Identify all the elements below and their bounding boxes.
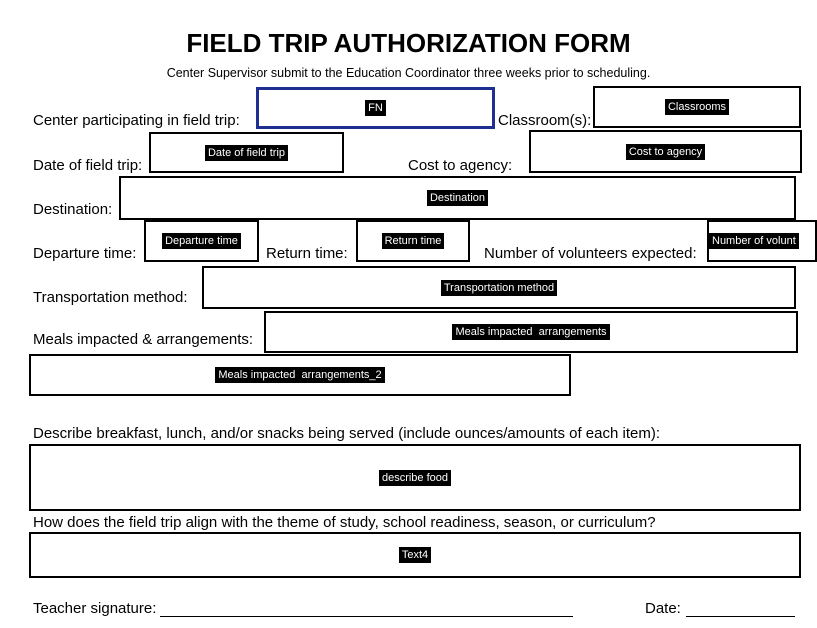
sign-date-line[interactable] xyxy=(686,600,795,617)
sign-date-label: Date: xyxy=(645,600,681,617)
theme-align-label: How does the field trip align with the t… xyxy=(33,514,656,531)
describe-food-field-tag: describe food xyxy=(378,469,452,486)
date-field-tag: Date of field trip xyxy=(204,144,289,161)
transportation-label: Transportation method: xyxy=(33,289,188,306)
meals-field-1[interactable]: Meals impacted arrangements xyxy=(264,311,798,353)
volunteers-field[interactable]: Number of volunt xyxy=(707,220,817,262)
destination-label: Destination: xyxy=(33,201,113,218)
return-time-field[interactable]: Return time xyxy=(356,220,470,262)
meals-label: Meals impacted & arrangements: xyxy=(33,331,254,348)
date-label: Date of field trip: xyxy=(33,157,143,174)
volunteers-field-tag: Number of volunt xyxy=(709,233,799,249)
describe-food-label: Describe breakfast, lunch, and/or snacks… xyxy=(33,425,660,442)
transportation-field-tag: Transportation method xyxy=(440,279,558,296)
meals-field-1-tag: Meals impacted arrangements xyxy=(452,324,610,340)
return-time-field-tag: Return time xyxy=(381,233,445,249)
destination-field-tag: Destination xyxy=(426,190,489,206)
classrooms-field[interactable]: Classrooms xyxy=(593,86,801,128)
form-subtitle: Center Supervisor submit to the Educatio… xyxy=(166,66,651,80)
cost-field-tag: Cost to agency xyxy=(625,143,706,160)
center-field[interactable]: FN xyxy=(256,87,495,129)
meals-field-2-tag: Meals impacted arrangements_2 xyxy=(215,367,385,383)
theme-align-field-tag: Text4 xyxy=(398,547,432,563)
date-field[interactable]: Date of field trip xyxy=(149,132,344,173)
cost-label: Cost to agency: xyxy=(408,157,513,174)
meals-field-2[interactable]: Meals impacted arrangements_2 xyxy=(29,354,571,396)
departure-field-tag: Departure time xyxy=(162,233,241,249)
classrooms-field-tag: Classrooms xyxy=(664,99,730,115)
classrooms-label: Classroom(s): xyxy=(498,112,592,129)
center-label: Center participating in field trip: xyxy=(33,112,240,129)
teacher-signature-label: Teacher signature: xyxy=(33,600,157,617)
departure-label: Departure time: xyxy=(33,245,137,262)
center-field-tag: FN xyxy=(365,100,386,116)
theme-align-field[interactable]: Text4 xyxy=(29,532,801,578)
departure-field[interactable]: Departure time xyxy=(144,220,259,262)
cost-field[interactable]: Cost to agency xyxy=(529,130,802,173)
return-time-label: Return time: xyxy=(266,245,348,262)
destination-field[interactable]: Destination xyxy=(119,176,796,220)
teacher-signature-line[interactable] xyxy=(160,600,573,617)
volunteers-label: Number of volunteers expected: xyxy=(484,245,697,262)
form-title: FIELD TRIP AUTHORIZATION FORM xyxy=(186,28,631,58)
transportation-field[interactable]: Transportation method xyxy=(202,266,796,309)
describe-food-field[interactable]: describe food xyxy=(29,444,801,511)
